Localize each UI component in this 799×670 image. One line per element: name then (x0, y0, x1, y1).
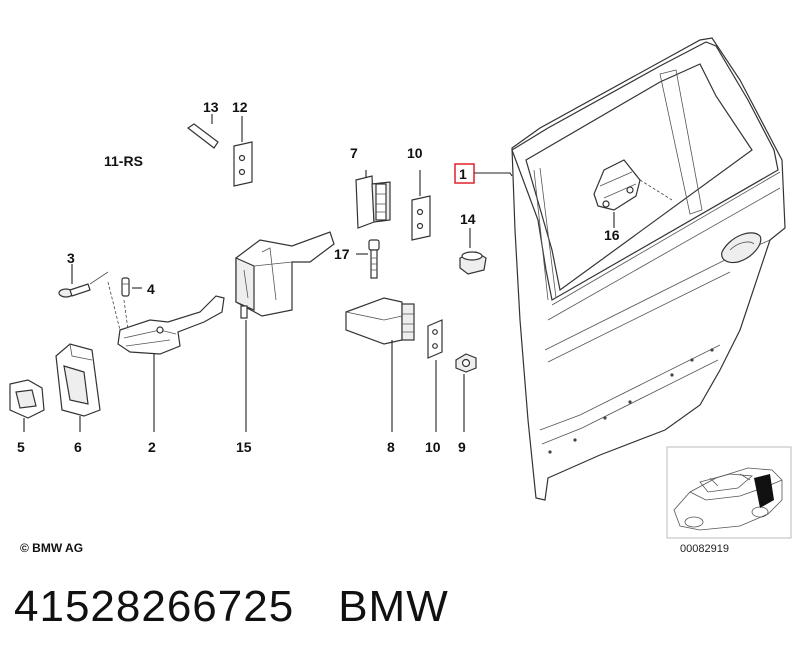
callout-2: 2 (148, 439, 156, 455)
callout-8: 8 (387, 439, 395, 455)
shim-plate-part-10-lower (427, 319, 443, 432)
callout-17: 17 (334, 246, 350, 262)
pin-part-13 (186, 114, 219, 149)
buffer-part-6 (55, 343, 101, 432)
plate-part-12 (233, 116, 253, 187)
nut-part-9 (455, 353, 477, 432)
part-caption: 41528266725 BMW (14, 582, 449, 632)
screw-part-3 (58, 264, 109, 298)
callout-5: 5 (17, 439, 25, 455)
buffer-part-5 (9, 379, 45, 432)
door-check-part-15 (235, 231, 335, 432)
callout-3: 3 (67, 250, 75, 266)
callout-1: 1 (459, 166, 467, 182)
callout-10-upper: 10 (407, 145, 423, 161)
callout-11-rs: 11-RS (104, 153, 143, 169)
lower-hinge-part-8 (345, 297, 415, 432)
bushing-part-14 (459, 228, 487, 275)
brand-name: BMW (338, 582, 449, 631)
callout-13: 13 (203, 99, 219, 115)
pin-part-4 (121, 277, 142, 297)
part-number: 41528266725 (14, 582, 295, 631)
rear-door-shell (511, 37, 786, 501)
callout-4: 4 (147, 281, 155, 297)
highlighted-rear-door (754, 474, 774, 508)
callout-7: 7 (350, 145, 358, 161)
shim-plate-part-10-upper (411, 170, 431, 241)
door-brake-part-2 (107, 281, 225, 432)
callout-15: 15 (236, 439, 252, 455)
callout-16: 16 (604, 227, 620, 243)
callout-12: 12 (232, 99, 248, 115)
bolt-part-17 (356, 239, 380, 279)
callout-9: 9 (458, 439, 466, 455)
callout-6: 6 (74, 439, 82, 455)
car-locator-inset (666, 446, 792, 539)
upper-hinge-part-7 (355, 170, 391, 229)
callout-10-lower: 10 (425, 439, 441, 455)
callout-14: 14 (460, 211, 476, 227)
copyright-notice: © BMW AG (20, 541, 83, 555)
window-bracket-part-16 (593, 159, 673, 228)
inset-diagram-code: 00082919 (680, 543, 729, 555)
